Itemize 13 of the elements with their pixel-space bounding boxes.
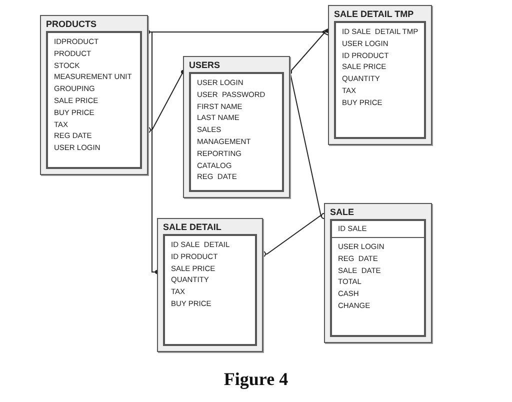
table-box <box>328 5 432 145</box>
figure-caption: Figure 4 <box>222 368 290 391</box>
table-title: USERS <box>189 59 222 72</box>
table-box <box>40 15 148 175</box>
table-title: PRODUCTS <box>46 18 98 31</box>
table-title: SALE DETAIL <box>163 221 222 234</box>
table-title: SALE DETAIL TMP <box>334 8 415 21</box>
table-title: SALE <box>330 206 356 219</box>
table-box <box>324 203 432 343</box>
table-box <box>183 56 290 198</box>
table-box <box>157 218 263 352</box>
relationship-line <box>146 30 159 274</box>
relationship-line <box>288 29 330 74</box>
